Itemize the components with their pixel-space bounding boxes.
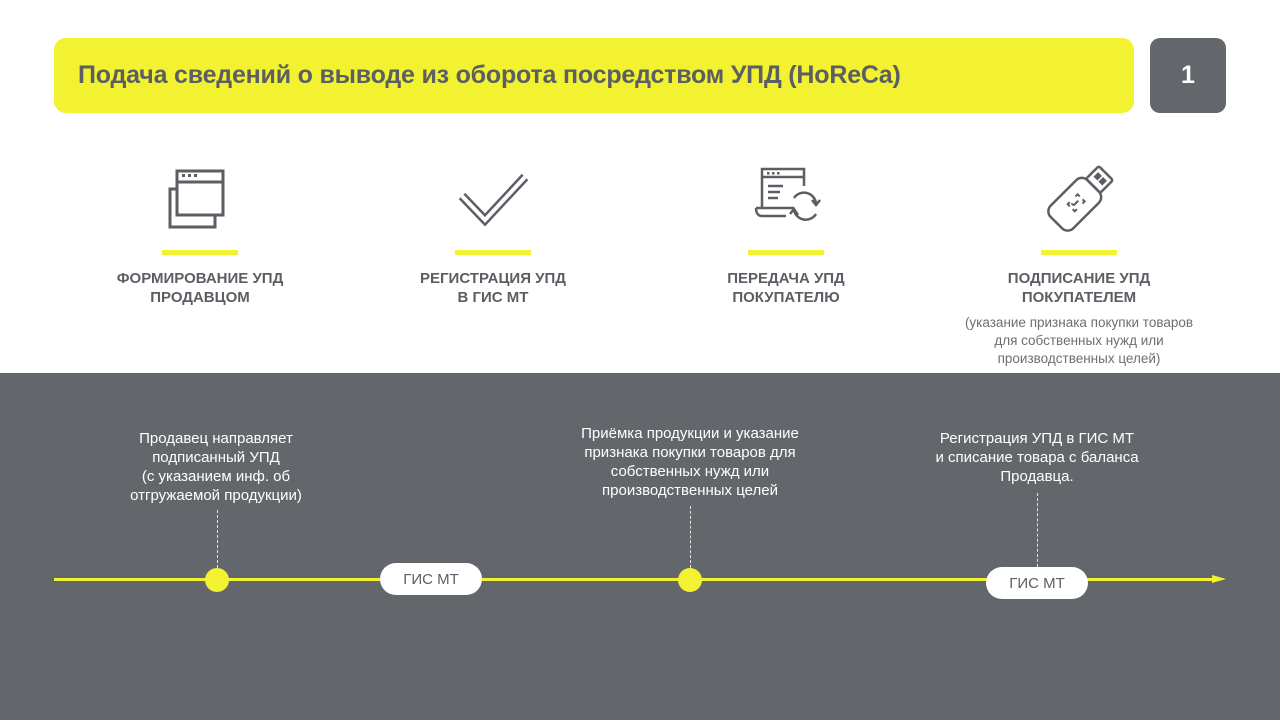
arrow-right-icon <box>1212 575 1226 583</box>
step-title: ФОРМИРОВАНИЕ УПД ПРОДАВЦОМ <box>116 270 284 306</box>
connector-line <box>217 510 218 568</box>
step-title: РЕГИСТРАЦИЯ УПД В ГИС МТ <box>420 270 566 306</box>
step-title: ПЕРЕДАЧА УПД ПОКУПАТЕЛЮ <box>727 270 845 306</box>
connector-line <box>690 506 691 568</box>
timeline-dot <box>678 568 702 592</box>
step-underline <box>748 250 824 255</box>
step-3: ПЕРЕДАЧА УПД ПОКУПАТЕЛЮ <box>656 160 916 307</box>
gis-mt-badge: ГИС МТ <box>986 567 1088 599</box>
usb-key-icon <box>1047 165 1114 232</box>
step-2: РЕГИСТРАЦИЯ УПД В ГИС МТ <box>363 160 623 307</box>
browser-window-icon <box>168 169 225 229</box>
step-note: (указание признака покупки товаров для с… <box>964 315 1194 366</box>
timeline-axis <box>54 578 1214 581</box>
gis-mt-badge: ГИС МТ <box>380 563 482 595</box>
title-bar: Подача сведений о выводе из оборота поср… <box>54 38 1134 113</box>
step-1: ФОРМИРОВАНИЕ УПД ПРОДАВЦОМ <box>70 160 330 307</box>
step-underline <box>1041 250 1117 255</box>
page-number-badge: 1 <box>1150 38 1226 113</box>
timeline-event-3-text: Регистрация УПД в ГИС МТ и списание това… <box>935 430 1139 485</box>
timeline-dot <box>205 568 229 592</box>
document-sync-icon <box>754 167 821 221</box>
step-title: ПОДПИСАНИЕ УПД ПОКУПАТЕЛЕМ <box>1007 270 1151 306</box>
step-4: ПОДПИСАНИЕ УПД ПОКУПАТЕЛЕМ (указание при… <box>949 160 1209 368</box>
timeline-event-1-text: Продавец направляет подписанный УПД (с у… <box>130 430 302 504</box>
page-title: Подача сведений о выводе из оборота поср… <box>78 61 901 89</box>
timeline-event-2-text: Приёмка продукции и указание признака по… <box>581 425 799 499</box>
step-underline <box>455 250 531 255</box>
checkmark-icon <box>458 173 529 227</box>
step-underline <box>162 250 238 255</box>
connector-line <box>1037 493 1038 567</box>
timeline-panel <box>0 373 1280 720</box>
